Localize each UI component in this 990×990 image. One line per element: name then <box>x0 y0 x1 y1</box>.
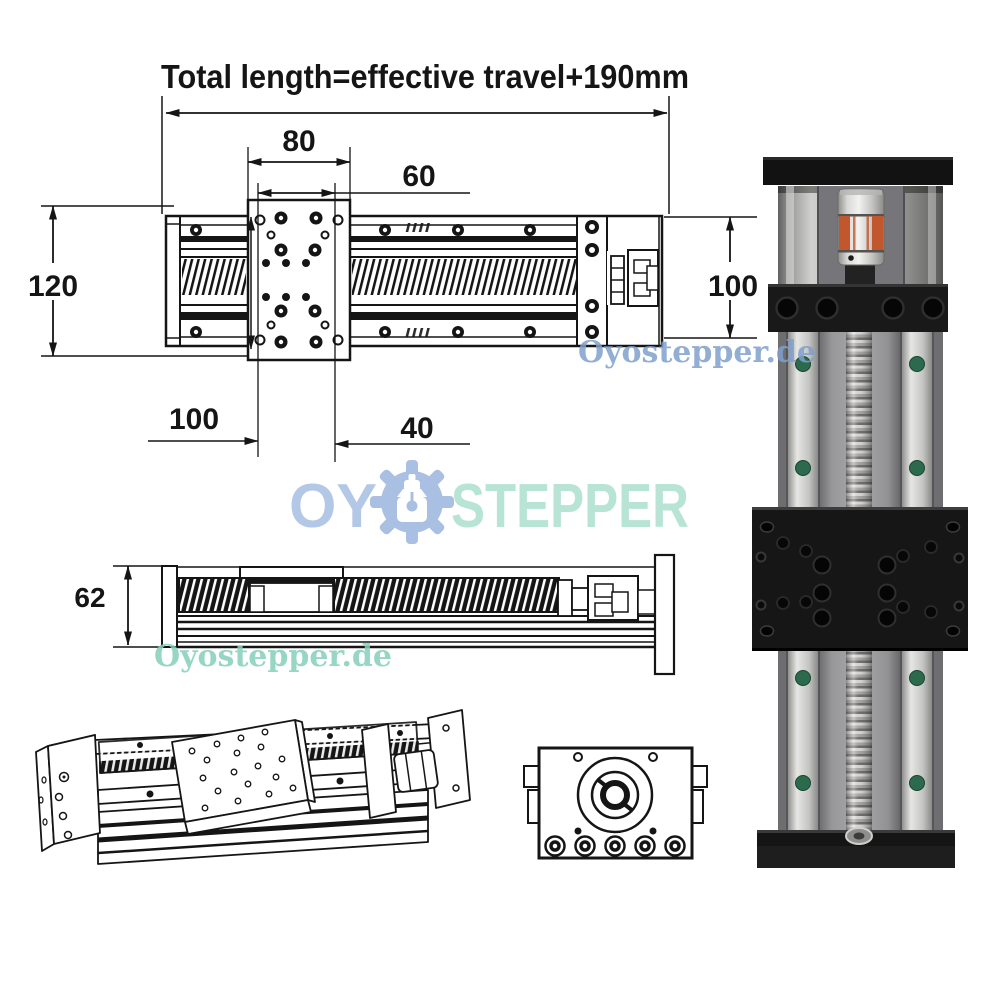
dim-100-right: 100 <box>708 270 758 303</box>
end-view-drawing <box>523 746 708 860</box>
watermark-upper: Oyostepper.de <box>578 335 816 370</box>
dim-40: 40 <box>400 412 433 445</box>
rail-screw-dots <box>190 224 536 338</box>
logo-text-oy: OY <box>289 472 377 541</box>
photo-top-flange <box>763 157 953 185</box>
top-view-dimension-lines <box>41 96 757 448</box>
product-photo <box>752 157 968 868</box>
photo-bottom-base <box>757 827 955 868</box>
top-view-rail-body <box>164 214 664 348</box>
ballscrew-thread-left <box>182 259 246 295</box>
ballscrew-thread-right <box>352 259 577 295</box>
end-view-mount-holes <box>544 835 686 857</box>
dim-100-bottom: 100 <box>169 403 219 436</box>
isometric-drawing <box>35 709 471 865</box>
dim-60: 60 <box>402 160 435 193</box>
photo-coupling <box>837 188 885 288</box>
total-length-label: Total length=effective travel+190mm <box>161 58 689 95</box>
iso-coupling <box>393 749 439 793</box>
iso-left-end-plate <box>35 734 101 852</box>
iso-bearing-bracket <box>361 723 397 819</box>
rail-green-dots <box>795 356 925 791</box>
side-view-drawing: 62 <box>74 553 676 676</box>
dim-80: 80 <box>282 125 315 158</box>
logo-text-stepper: STEPPER <box>451 472 689 541</box>
dim-62: 62 <box>74 582 105 613</box>
top-view-drawing: Total length=effective travel+190mm <box>28 58 758 462</box>
dim-120: 120 <box>28 270 78 303</box>
coupling-spider-left <box>839 216 850 250</box>
photo-bearing-block <box>768 284 948 332</box>
bearing-block-screws <box>775 296 945 320</box>
watermark-lower: Oyostepper.de <box>154 639 392 674</box>
oyostepper-logo: OY STEPPER <box>289 460 689 544</box>
coupling-spider-right <box>872 216 883 250</box>
side-view-base-stripes <box>177 615 655 649</box>
photo-carriage-plate <box>752 507 968 651</box>
top-view-motor-end <box>576 216 660 346</box>
iso-carriage-plate <box>171 719 316 835</box>
side-view-motor-end <box>557 575 656 621</box>
top-view-carriage-plate <box>246 183 352 462</box>
gear-icon <box>370 460 454 544</box>
